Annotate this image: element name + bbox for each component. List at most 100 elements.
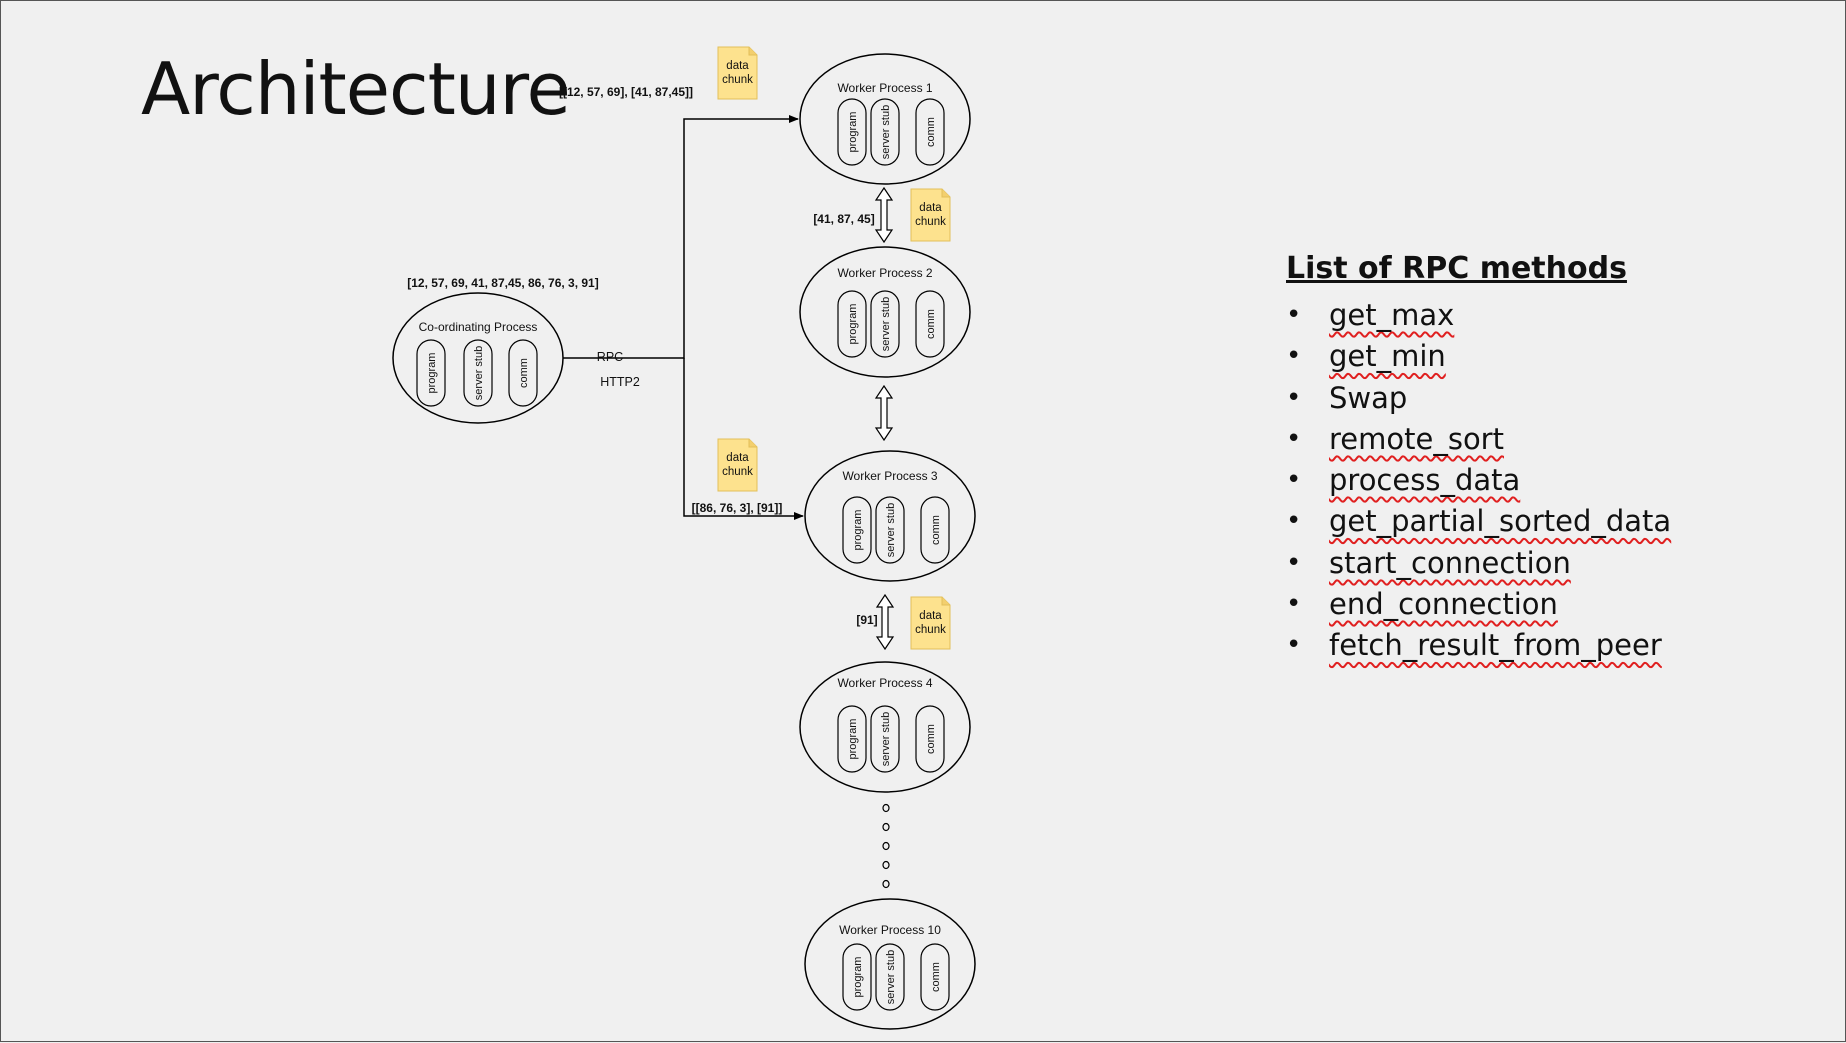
component-program: program [842,496,872,564]
component-comm: comm [920,496,950,564]
component-server-stub: server stub [870,290,900,358]
component-program: program [837,705,867,773]
rpc-method-name: Swap [1329,380,1408,415]
coordinating-process-node: Co-ordinating Process program server stu… [392,292,564,424]
component-label: server stub [885,950,897,1004]
peer-link-w2-w3 [874,384,894,442]
top-chunk-payload: [[12, 57, 69], [41, 87,45]] [559,85,693,99]
process-label: Worker Process 2 [837,266,932,280]
rpc-method-item: get_min [1286,336,1671,377]
component-label: program [852,510,864,551]
component-label: program [847,719,859,760]
peer-link-w3-w4 [875,593,895,651]
rpc-label: RPC [597,350,623,364]
slide-title: Architecture [141,47,571,131]
rpc-method-item: start_connection [1286,543,1671,584]
rpc-method-item: fetch_result_from_peer [1286,625,1671,666]
coordinator-input-array: [12, 57, 69, 41, 87,45, 86, 76, 3, 91] [407,276,598,290]
component-label: server stub [880,297,892,351]
data-chunk-note-top: data chunk [717,46,758,100]
component-comm: comm [508,339,538,407]
process-ellipse [392,292,564,424]
rpc-method-name: get_min [1329,339,1446,374]
worker-process-4-node: Worker Process 4 program server stub com… [799,661,971,793]
component-label: program [847,304,859,345]
component-label: server stub [885,503,897,557]
process-ellipse [799,661,971,793]
rpc-method-item: end_connection [1286,584,1671,625]
note-line-2: chunk [915,216,946,228]
rpc-method-name: get_max [1329,298,1455,332]
peer-link-w1-w2 [874,186,894,244]
component-server-stub: server stub [463,339,493,407]
rpc-method-item: remote_sort [1286,419,1671,460]
process-ellipse [804,450,976,582]
double-arrow-icon [875,593,895,651]
rpc-methods-panel: List of RPC methods get_max get_min Swap… [1286,251,1671,667]
process-label: Worker Process 1 [837,81,932,95]
rpc-method-item: get_partial_sorted_data [1286,501,1671,542]
note-line-2: chunk [915,624,946,636]
component-comm: comm [915,705,945,773]
note-line-2: chunk [722,466,753,478]
rpc-method-name: process_data [1329,463,1521,498]
note-line-1: data [919,202,942,214]
worker-process-1-node: Worker Process 1 program server stub com… [799,53,971,185]
component-label: comm [930,515,942,545]
component-label: comm [925,117,937,147]
process-label: Co-ordinating Process [419,320,538,334]
omitted-workers-ellipsis [882,803,890,889]
component-server-stub: server stub [875,943,905,1011]
data-chunk-note-w3-w4: data chunk [910,596,951,650]
component-label: comm [518,358,530,388]
component-label: server stub [880,712,892,766]
rpc-method-item: Swap [1286,378,1671,419]
note-icon [910,596,951,650]
rpc-method-name: fetch_result_from_peer [1329,628,1662,663]
component-server-stub: server stub [870,705,900,773]
process-label: Worker Process 10 [839,923,941,937]
component-label: server stub [880,105,892,159]
w3-w4-payload: [91] [856,613,877,627]
note-line-1: data [919,610,942,622]
note-icon [717,46,758,100]
rpc-method-item: get_max [1286,295,1671,336]
rpc-method-name: start_connection [1329,545,1571,580]
process-label: Worker Process 3 [842,469,937,483]
component-server-stub: server stub [870,98,900,166]
component-label: program [426,353,438,394]
component-program: program [416,339,446,407]
component-label: server stub [473,346,485,400]
note-line-1: data [726,60,749,72]
w1-w2-payload: [41, 87, 45] [813,212,874,226]
worker-process-3-node: Worker Process 3 program server stub com… [804,450,976,582]
process-ellipse [799,246,971,378]
component-program: program [837,290,867,358]
component-comm: comm [915,290,945,358]
connector-coord-to-worker1 [563,115,799,359]
process-label: Worker Process 4 [837,676,932,690]
rpc-methods-heading: List of RPC methods [1286,251,1627,286]
component-program: program [842,943,872,1011]
note-line-1: data [726,452,749,464]
rpc-method-name: end_connection [1329,587,1558,622]
rpc-method-name: remote_sort [1329,421,1504,456]
note-line-2: chunk [722,74,753,86]
worker-process-2-node: Worker Process 2 program server stub com… [799,246,971,378]
note-icon [717,438,758,492]
component-comm: comm [920,943,950,1011]
rpc-method-name: get_partial_sorted_data [1329,504,1672,539]
data-chunk-note-bottom: data chunk [717,438,758,492]
http2-label: HTTP2 [600,375,640,389]
double-arrow-icon [874,384,894,442]
data-chunk-note-w1-w2: data chunk [910,188,951,242]
rpc-methods-list: get_max get_min Swap remote_sort process… [1286,295,1671,667]
rpc-connections [563,115,804,520]
component-label: program [852,957,864,998]
process-ellipse [804,898,976,1030]
component-comm: comm [915,98,945,166]
note-icon [910,188,951,242]
component-label: comm [925,309,937,339]
